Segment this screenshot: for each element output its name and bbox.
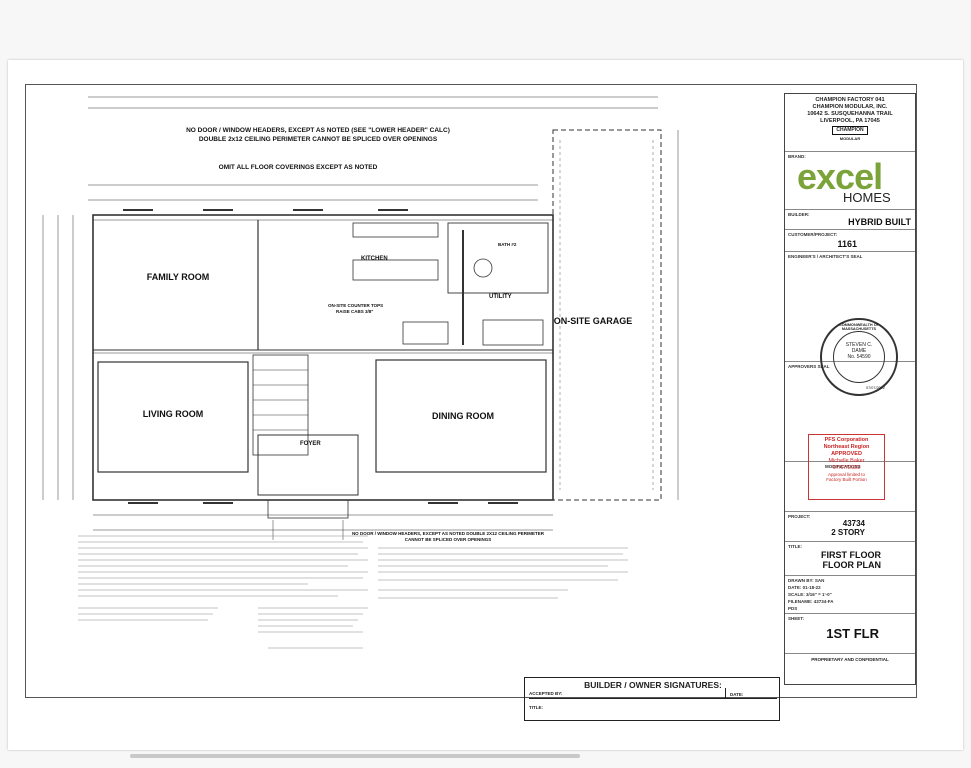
- room-label-garage: ON-SITE GARAGE: [553, 316, 633, 326]
- title-cell: TITLE: FIRST FLOOR FLOOR PLAN: [785, 542, 915, 576]
- room-label-utility: UTILITY: [489, 294, 512, 300]
- header-note-2: DOUBLE 2x12 CEILING PERIMETER CANNOT BE …: [198, 136, 438, 143]
- room-label-foyer: FOYER: [300, 441, 321, 447]
- title-field-label: TITLE:: [529, 705, 543, 710]
- builder-owner-signature-box: BUILDER / OWNER SIGNATURES: ACCEPTED BY:…: [524, 677, 780, 721]
- room-label-dining: DINING ROOM: [432, 411, 494, 421]
- counter-note-2: RAISE CABS 3/8": [336, 309, 374, 314]
- bottom-note-1: NO DOOR / WINDOW HEADERS, EXCEPT AS NOTE…: [351, 531, 545, 536]
- accepted-by-label: ACCEPTED BY:: [529, 691, 563, 696]
- room-label-living: LIVING ROOM: [142, 409, 204, 419]
- champion-logo: CHAMPION: [832, 126, 868, 135]
- header-note-1: NO DOOR / WINDOW HEADERS, EXCEPT AS NOTE…: [186, 127, 450, 134]
- homes-logo: HOMES: [843, 190, 891, 205]
- floor-plan-drawing: [42, 96, 679, 649]
- date-label: DATE:: [730, 692, 744, 697]
- excel-logo: excel: [797, 156, 883, 197]
- proprietary-cell: PROPRIETARY AND CONFIDENTIAL: [811, 657, 889, 662]
- company-cell: CHAMPION FACTORY 041 CHAMPION MODULAR, I…: [785, 94, 915, 152]
- approval-stamp: PFS Corporation Northeast Region APPROVE…: [808, 434, 885, 500]
- counter-note: ON-SITE COUNTER TOPS: [328, 303, 384, 308]
- sheet-cell: SHEET: 1ST FLR: [785, 614, 915, 654]
- floor-covering-note: OMIT ALL FLOOR COVERINGS EXCEPT AS NOTED: [218, 164, 378, 171]
- brand-cell: BRAND: excel HOMES: [785, 152, 915, 210]
- room-label-kitchen: KITCHEN: [361, 256, 388, 262]
- drawing-info-cell: DRAWN BY: SAN DATE: 01-18-22 SCALE: 3/16…: [785, 576, 915, 614]
- drawing-frame: [25, 84, 917, 698]
- project-cell: PROJECT: 43734 2 STORY: [785, 512, 915, 542]
- approvers-cell: APPROVERS SEAL: [785, 362, 915, 462]
- horizontal-scrollbar[interactable]: [130, 754, 580, 758]
- drawing-sheet: NO DOOR / WINDOW HEADERS, EXCEPT AS NOTE…: [8, 60, 963, 750]
- engineer-seal: COMMONWEALTH OF MASSACHUSETTS STEVEN C. …: [820, 318, 898, 396]
- builder-cell: BUILDER: HYBRID BUILT: [785, 210, 915, 230]
- customer-cell: CUSTOMER/PROJECT: 1161: [785, 230, 915, 252]
- room-label-family: FAMILY ROOM: [146, 272, 210, 282]
- room-label-bath: BATH #2: [498, 242, 517, 247]
- company-address: CHAMPION FACTORY 041 CHAMPION MODULAR, I…: [807, 97, 893, 141]
- signature-title: BUILDER / OWNER SIGNATURES:: [584, 680, 722, 690]
- bottom-note-2: CANNOT BE SPLICED OVER OPENINGS: [404, 537, 492, 542]
- modifications-cell: MODIFICATIONS: [785, 462, 915, 512]
